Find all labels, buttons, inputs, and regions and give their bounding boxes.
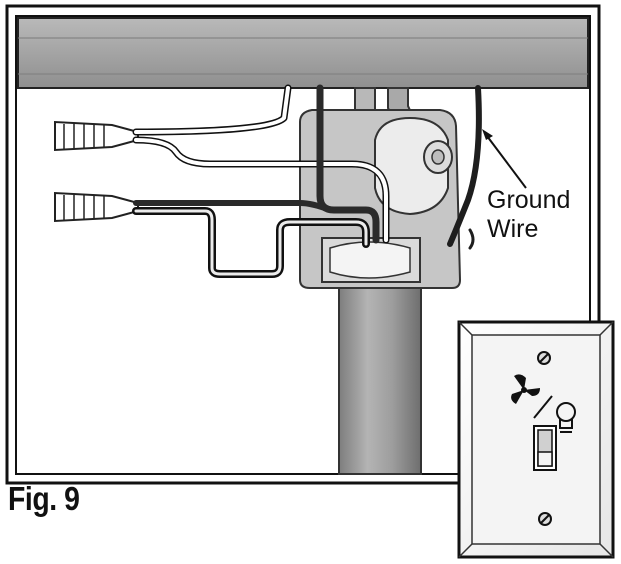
ceiling-plate bbox=[17, 17, 589, 89]
ground-wire-label-line1: Ground bbox=[487, 186, 571, 214]
downrod bbox=[338, 275, 422, 475]
white-wires bbox=[132, 84, 390, 244]
figure-label: Fig. 9 bbox=[8, 480, 80, 517]
light-bulb-icon bbox=[556, 402, 576, 433]
toggle-switch-icon bbox=[533, 425, 557, 471]
looped-wire bbox=[132, 207, 370, 278]
ground-wire-label-line2: Wire bbox=[487, 215, 539, 243]
black-wires bbox=[133, 84, 380, 244]
ground-wire-pointer bbox=[482, 129, 527, 189]
fan-light-divider bbox=[533, 395, 553, 419]
screw-icon bbox=[537, 351, 551, 365]
hanger-bracket bbox=[299, 87, 462, 289]
fan-icon bbox=[511, 374, 540, 404]
ground-wire bbox=[447, 85, 482, 250]
wire-nut-icon bbox=[54, 191, 139, 223]
ground-wire-label: Ground Wire bbox=[487, 186, 570, 244]
screw-icon bbox=[538, 512, 552, 526]
